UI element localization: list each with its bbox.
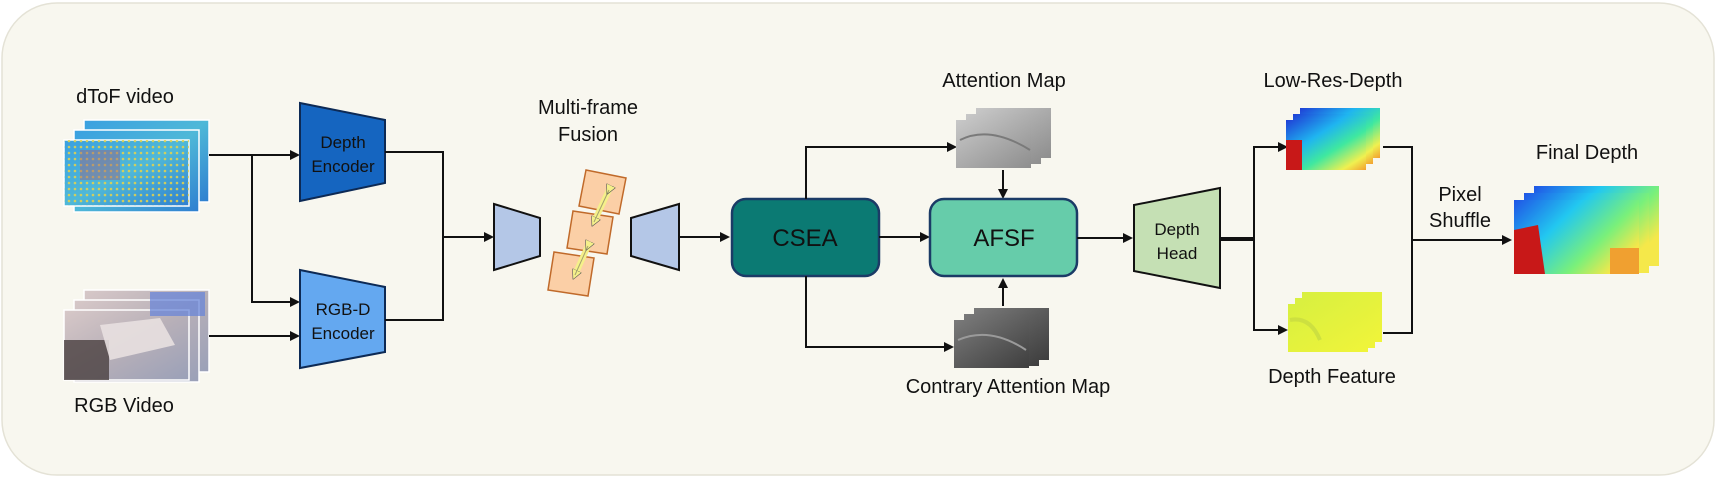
contrary-attention-map-label: Contrary Attention Map (906, 376, 1111, 398)
csea-connectors (805, 142, 957, 352)
fusion-label-line2: Fusion (558, 124, 618, 146)
head-connectors (1220, 142, 1288, 335)
final-depth-label: Final Depth (1536, 142, 1638, 164)
fusion-output-trapezoid (630, 202, 680, 272)
depth-encoder-label-line1: Depth (320, 133, 365, 152)
low-res-depth-label: Low-Res-Depth (1264, 70, 1403, 92)
depth-head-label-line2: Head (1157, 244, 1198, 263)
afsf-label: AFSF (973, 225, 1034, 252)
rgbd-encoder-block (299, 268, 386, 370)
rgbd-encoder-label-line1: RGB-D (316, 300, 371, 319)
attention-map-stack (956, 108, 1051, 168)
depth-encoder-label-line2: Encoder (311, 157, 375, 176)
low-res-depth-stack (1286, 108, 1380, 170)
input-connectors (209, 150, 300, 341)
rgb-label: RGB Video (74, 395, 174, 417)
rgb-video-stack (63, 289, 210, 383)
dtof-video-stack (63, 119, 210, 213)
attention-map-label: Attention Map (942, 70, 1065, 92)
depth-encoder-block (299, 101, 386, 203)
rgbd-encoder-label-line2: Encoder (311, 324, 375, 343)
fusion-label-line1: Multi-frame (538, 97, 638, 119)
depth-head-block (1133, 186, 1221, 290)
contrary-attention-map-stack (954, 308, 1049, 368)
depth-feature-stack (1288, 292, 1382, 352)
final-depth-stack (1514, 186, 1659, 274)
csea-label: CSEA (772, 225, 837, 252)
dtof-label: dToF video (76, 86, 174, 108)
final-merge-connector (1383, 146, 1512, 334)
pixel-shuffle-label-line1: Pixel (1438, 184, 1481, 206)
encoder-merge-connector (385, 151, 494, 321)
pixel-shuffle-label-line2: Shuffle (1429, 210, 1491, 232)
fusion-input-trapezoid (493, 202, 541, 272)
depth-head-label-line1: Depth (1154, 220, 1199, 239)
fusion-swap-arrows-outline (574, 189, 610, 276)
depth-feature-label: Depth Feature (1268, 366, 1396, 388)
